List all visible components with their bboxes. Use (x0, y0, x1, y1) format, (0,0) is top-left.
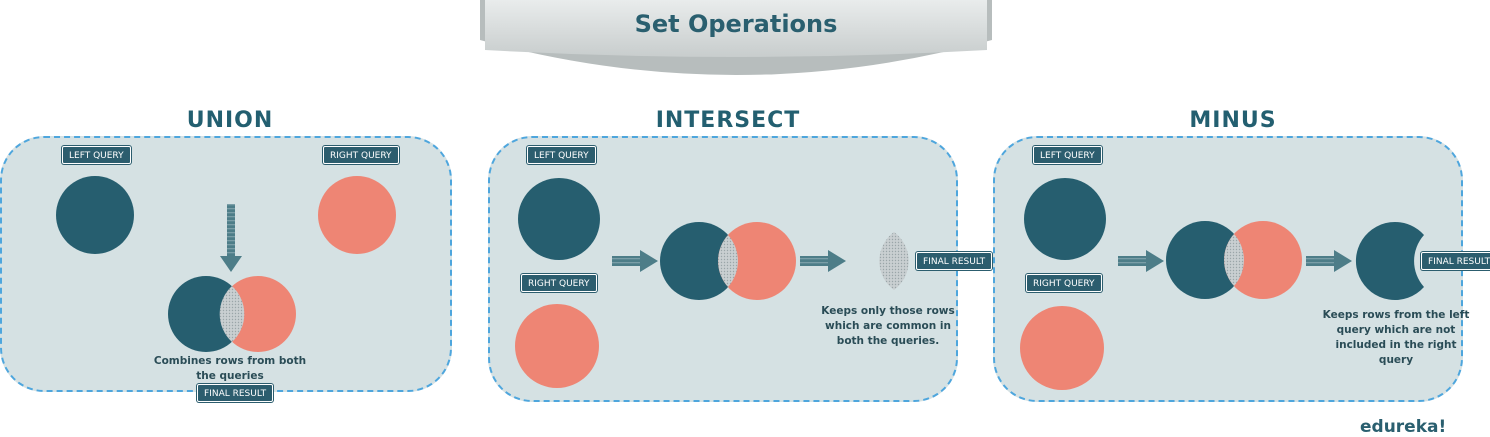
minus-arrow-2 (1306, 250, 1352, 272)
title-banner: Set Operations (480, 0, 992, 78)
minus-final-result-label: FINAL RESULT (1421, 252, 1490, 270)
intersect-venn (660, 222, 796, 300)
minus-description: Keeps rows from the left query which are… (1316, 308, 1476, 368)
union-right-query-circle (318, 176, 396, 254)
intersect-description-line-2: which are common in (825, 320, 951, 332)
minus-result-crescent (1355, 221, 1424, 300)
union-left-query-circle (56, 176, 134, 254)
page-title: Set Operations (634, 10, 838, 38)
minus-description-line-3: included in the right (1335, 339, 1457, 351)
intersect-description-line-1: Keeps only those rows (821, 305, 955, 317)
intersect-arrow-1 (612, 250, 658, 272)
minus-venn (1166, 221, 1302, 299)
intersect-right-query-label: RIGHT QUERY (521, 274, 597, 292)
union-description-line-2: the queries (196, 370, 264, 382)
union-description-line-1: Combines rows from both (153, 355, 307, 367)
minus-right-query-circle (1020, 306, 1104, 390)
union-down-arrow (220, 204, 242, 272)
union-description: Combines rows from both the queries (150, 354, 310, 384)
union-right-query-label: RIGHT QUERY (323, 146, 399, 164)
union-heading: UNION (186, 108, 274, 133)
banner-shape (480, 0, 992, 75)
intersect-right-query-circle (515, 304, 599, 388)
intersect-heading: INTERSECT (655, 108, 801, 133)
intersect-result-lens (879, 232, 909, 290)
minus-description-line-2: query which are not (1336, 324, 1456, 336)
intersect-description: Keeps only those rows which are common i… (808, 304, 968, 349)
minus-left-query-label: LEFT QUERY (1033, 146, 1102, 164)
intersect-arrow-2 (800, 250, 846, 272)
intersect-final-result-label: FINAL RESULT (916, 252, 993, 270)
minus-description-line-4: query (1378, 354, 1414, 366)
intersect-description-line-3: both the queries. (836, 335, 940, 347)
intersect-left-query-circle (518, 178, 600, 260)
union-final-result-label: FINAL RESULT (197, 384, 274, 402)
minus-right-query-label: RIGHT QUERY (1026, 274, 1102, 292)
minus-heading: MINUS (1189, 108, 1277, 133)
intersect-left-query-label: LEFT QUERY (527, 146, 596, 164)
minus-arrow-1 (1118, 250, 1164, 272)
edureka-logo: edureka! (1360, 417, 1447, 437)
minus-left-query-circle (1024, 178, 1106, 260)
union-venn (168, 276, 296, 352)
minus-description-line-1: Keeps rows from the left (1322, 309, 1470, 321)
union-left-query-label: LEFT QUERY (62, 146, 131, 164)
